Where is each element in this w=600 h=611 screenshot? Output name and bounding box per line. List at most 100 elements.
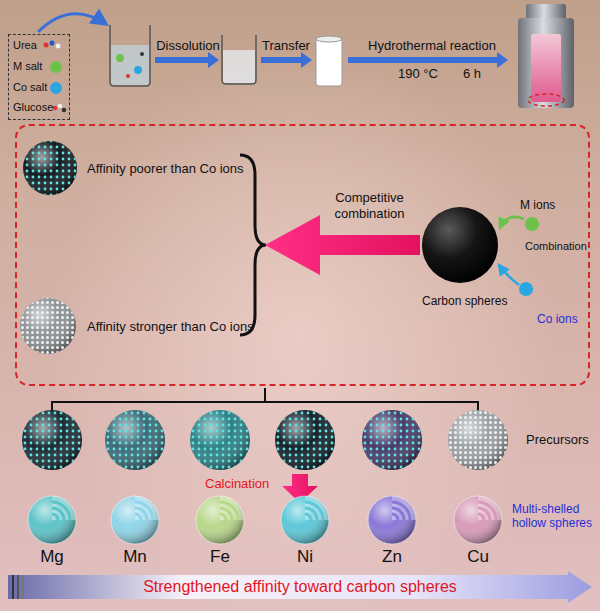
node-text: Affinity poorer than Co ions	[87, 161, 244, 177]
art-circle	[448, 410, 508, 470]
art-circle	[116, 54, 124, 62]
art-circle	[126, 74, 130, 78]
node-text: Co ions	[537, 312, 578, 326]
art-use	[281, 496, 329, 544]
art-circle	[56, 44, 61, 49]
node-text: Strengthened affinity toward carbon sphe…	[8, 577, 592, 596]
node-text: Competitive combination	[322, 190, 417, 221]
art-circle	[134, 66, 142, 74]
art-circle	[20, 298, 76, 354]
art-circle	[140, 52, 144, 56]
metal-label: Ni	[297, 547, 313, 567]
reagent-box: UreaM saltCo saltGlucose	[8, 34, 70, 120]
art-g	[190, 410, 250, 470]
art-circle	[23, 141, 77, 195]
art-circle	[362, 410, 422, 470]
co-ion	[519, 282, 533, 296]
affinity-arrow: Strengthened affinity toward carbon sphe…	[8, 570, 592, 604]
art-g	[362, 410, 422, 470]
brace	[240, 155, 266, 335]
precursor-spheres	[22, 410, 508, 470]
art-circle	[105, 410, 165, 470]
art-g	[22, 410, 82, 470]
art-path	[222, 35, 256, 84]
art-use	[454, 496, 502, 544]
carbon-sphere-strong	[20, 298, 76, 354]
node-text: M ions	[520, 198, 555, 212]
combination-arrow	[500, 217, 524, 228]
art-ellipse	[528, 94, 564, 106]
step-label: Transfer	[262, 38, 310, 54]
art-circle	[50, 41, 55, 46]
art-rect	[223, 50, 255, 83]
art-circle	[275, 410, 335, 470]
art-use	[111, 496, 159, 544]
row-label: Precursors	[526, 432, 589, 448]
art-circle	[58, 104, 63, 109]
art-circle	[22, 410, 82, 470]
art-circle	[23, 141, 77, 195]
beaker	[222, 35, 256, 84]
node-text: Urea	[13, 39, 37, 52]
step-label: Dissolution	[156, 38, 220, 54]
metal-label: Zn	[382, 547, 402, 567]
art-circle	[23, 141, 77, 195]
step-label: Hydrothermal reaction	[368, 38, 496, 54]
metal-label: Mg	[40, 547, 64, 567]
beaker	[110, 25, 150, 86]
node-text: M salt	[13, 60, 42, 73]
bracket	[52, 388, 478, 418]
art-rect	[526, 4, 566, 20]
node-text: Glucose	[13, 101, 53, 114]
art-circle	[22, 410, 82, 470]
art-circle	[62, 108, 67, 113]
art-circle	[20, 298, 76, 354]
process-arrow	[155, 52, 219, 68]
art-g	[105, 410, 165, 470]
band-fill	[8, 571, 592, 603]
competition-arrow	[265, 215, 420, 275]
band-stripe	[17, 575, 19, 599]
node-text: Carbon spheres	[422, 294, 507, 308]
art-ellipse	[316, 36, 342, 42]
art-use	[196, 496, 244, 544]
hollow-spheres	[28, 496, 502, 544]
carbon-sphere-poor	[23, 141, 77, 195]
metal-label: Mn	[123, 547, 147, 567]
art-circle	[20, 298, 76, 354]
condition-label: 190 °C	[398, 66, 438, 82]
band-stripe	[22, 575, 24, 599]
art-circle	[190, 410, 250, 470]
art-circle	[105, 410, 165, 470]
autoclave	[518, 4, 574, 108]
curved-arrow	[38, 14, 106, 32]
combination-arrow	[499, 265, 519, 285]
node-text: Combination	[525, 240, 587, 253]
art-circle	[50, 82, 62, 94]
art-circle	[50, 61, 62, 73]
m-ion	[525, 217, 539, 231]
teflon-liner	[316, 36, 342, 86]
art-g	[448, 410, 508, 470]
art-rect	[111, 45, 149, 85]
art-circle	[44, 43, 49, 48]
art-rect	[316, 38, 342, 86]
node-text: Affinity stronger than Co ions	[87, 319, 254, 335]
metal-label: Fe	[210, 547, 230, 567]
metal-label: Cu	[467, 547, 489, 567]
art-circle	[53, 106, 58, 111]
art-circle	[275, 410, 335, 470]
art-g	[275, 410, 335, 470]
art-circle	[190, 410, 250, 470]
art-circle	[105, 410, 165, 470]
art-circle	[190, 410, 250, 470]
process-arrow	[348, 52, 508, 68]
step-label: Calcination	[205, 476, 269, 492]
art-circle	[448, 410, 508, 470]
art-path	[110, 25, 150, 86]
art-circle	[275, 410, 335, 470]
row-label: Multi-shelled hollow spheres	[512, 502, 594, 531]
band-stripe	[12, 575, 14, 599]
art-circle	[22, 410, 82, 470]
